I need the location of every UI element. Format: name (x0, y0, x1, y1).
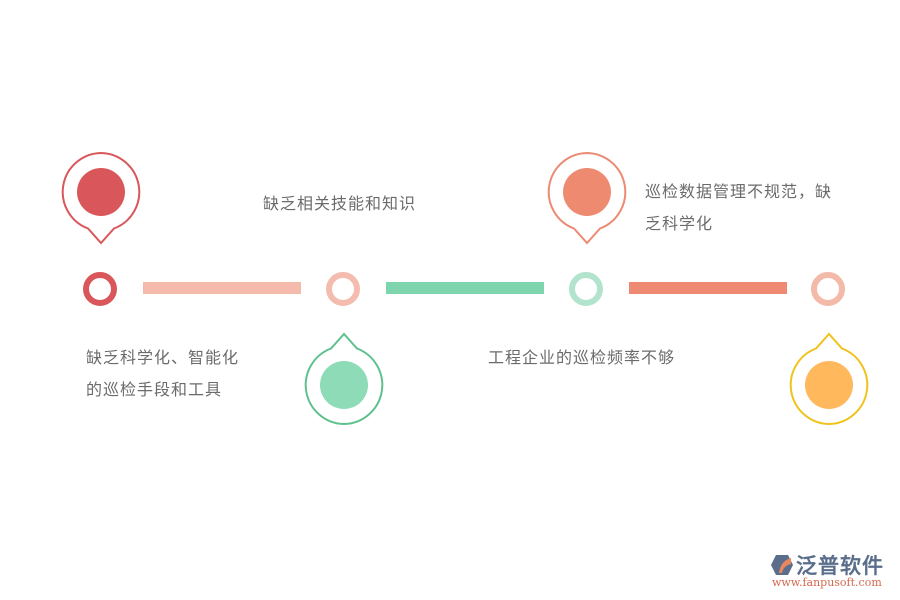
logo-url: www.fanpusoft.com (772, 576, 882, 589)
connector-2-3 (386, 282, 544, 294)
connector-1-2 (143, 282, 301, 294)
label-node-4: 巡检数据管理不规范，缺 乏科学化 (645, 176, 832, 240)
label-node-3: 工程企业的巡检频率不够 (488, 342, 675, 374)
label-node-1-line-2: 的巡检手段和工具 (86, 380, 223, 399)
label-node-1-line-1: 缺乏科学化、智能化 (86, 348, 240, 367)
timeline-node-4 (811, 272, 845, 306)
label-node-1: 缺乏科学化、智能化 的巡检手段和工具 (86, 342, 239, 406)
label-node-4-line-1: 巡检数据管理不规范，缺 (645, 182, 833, 201)
timeline-node-1 (83, 272, 117, 306)
label-node-3-line-1: 工程企业的巡检频率不够 (488, 348, 676, 367)
logo-mark-icon (771, 555, 793, 575)
map-pin-icon-3 (547, 151, 627, 245)
label-node-4-line-2: 乏科学化 (645, 214, 714, 233)
timeline-node-3 (569, 272, 603, 306)
map-pin-icon-4 (789, 332, 869, 426)
label-node-2-line-1: 缺乏相关技能和知识 (263, 194, 417, 213)
map-pin-icon-2 (304, 332, 384, 426)
map-pin-icon-1 (61, 151, 141, 245)
logo-title: 泛普软件 (796, 554, 884, 578)
label-node-2: 缺乏相关技能和知识 (263, 188, 416, 220)
connector-3-4 (629, 282, 787, 294)
timeline-node-2 (326, 272, 360, 306)
brand-logo: 泛普软件 www.fanpusoft.com (770, 552, 895, 592)
